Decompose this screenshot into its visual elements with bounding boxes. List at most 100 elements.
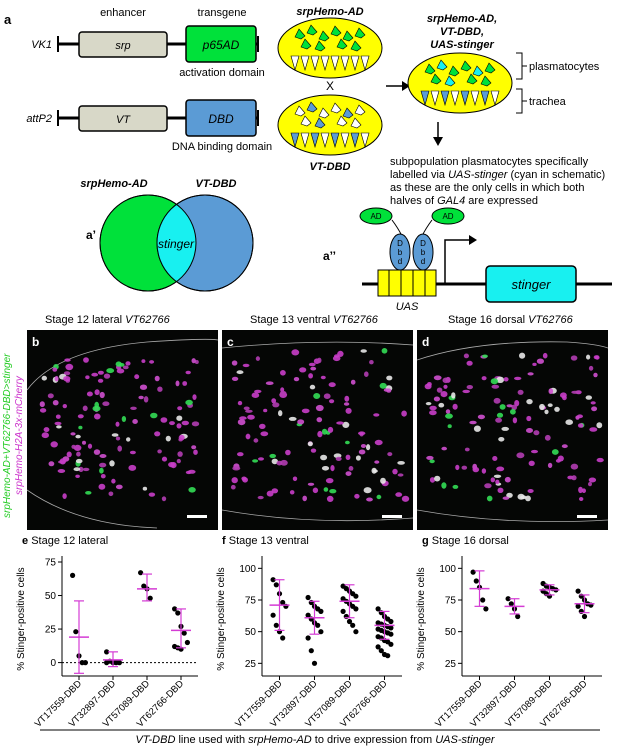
- data-point: [508, 601, 514, 607]
- embryo-plasmatocyte-cell: [448, 65, 460, 77]
- micrograph-cell: [50, 441, 58, 448]
- micrograph-cell: [506, 404, 513, 408]
- micrograph-cell: [392, 468, 398, 475]
- row2-site: attP2: [26, 113, 52, 125]
- micrograph-cell: [54, 375, 59, 382]
- micrograph-cell: [464, 447, 470, 452]
- micrograph-cell: [193, 449, 198, 455]
- micrograph-cell: [374, 439, 383, 446]
- micrograph-cell: [360, 444, 367, 448]
- micrograph-cell: [165, 435, 171, 442]
- micrograph-cell: [401, 495, 410, 502]
- micrograph-cell: [345, 454, 351, 460]
- micrograph-cell: [493, 397, 501, 404]
- data-point: [172, 606, 178, 612]
- embryo-trachea-cell: [350, 132, 360, 149]
- explain-line-2: labelled via UAS-stinger (cyan in schema…: [390, 169, 605, 181]
- micrograph-cell: [369, 360, 374, 365]
- enhancer-header: enhancer: [100, 7, 146, 19]
- micrograph-cell: [401, 410, 407, 417]
- micrograph-cell: [424, 383, 432, 390]
- micrograph-cell: [312, 487, 319, 494]
- data-point: [375, 606, 381, 612]
- micrograph-cell: [547, 462, 553, 468]
- micrograph-cell: [94, 389, 100, 396]
- data-point: [375, 644, 381, 650]
- venn-overlap: [157, 195, 196, 291]
- data-point: [147, 595, 153, 601]
- embryo-plasmatocyte-cell: [424, 63, 436, 75]
- micrograph-cell: [323, 393, 331, 399]
- micrograph-cell: [57, 469, 66, 473]
- embryo-plasmatocyte-cell: [318, 107, 330, 119]
- data-point: [273, 582, 279, 588]
- embryo-trachea-cell: [460, 90, 470, 107]
- embryo-plasmatocyte-cell: [300, 115, 312, 127]
- micrograph-cell: [516, 452, 525, 459]
- chart-ylabel: % Stinger-positive cells: [216, 567, 227, 670]
- embryo-plasmatocyte-cell: [466, 73, 478, 85]
- tss-arrow-head: [469, 235, 477, 245]
- data-point: [305, 612, 311, 618]
- micrograph-cell: [130, 406, 137, 410]
- explain-line-3: as these are the only cells in which bot…: [390, 182, 584, 194]
- micrograph-cell: [257, 495, 264, 500]
- chart-e: e Stage 12 lateral% Stinger-positive cel…: [16, 535, 198, 730]
- micrograph-cell: [154, 431, 161, 437]
- micrograph-cell: [191, 358, 196, 364]
- micrograph-cell: [271, 488, 279, 494]
- micrograph-cell: [242, 363, 250, 368]
- panel-a2-label: a’’: [323, 249, 336, 263]
- micrograph-cell: [299, 367, 307, 373]
- micrograph-cell: [440, 391, 448, 398]
- micrograph-cell: [47, 393, 54, 399]
- micrograph-cell: [330, 465, 335, 472]
- chart-title: e Stage 12 lateral: [22, 535, 108, 547]
- micrograph-cell: [542, 352, 548, 359]
- micrograph-cell: [97, 378, 104, 383]
- micrograph-cell: [363, 487, 372, 494]
- micrograph-cell: [445, 409, 451, 414]
- micrograph-cell: [115, 484, 123, 490]
- uas-label: UAS: [396, 301, 419, 313]
- micrograph-cell: [451, 392, 456, 399]
- micrograph-cell: [514, 376, 522, 381]
- micrograph-cell: [111, 433, 119, 437]
- y-tick-label: 50: [445, 627, 457, 638]
- panel-c-title: Stage 13 ventral VT62766: [250, 314, 378, 326]
- micrograph-cell: [91, 372, 99, 377]
- micrograph-cell: [477, 414, 485, 420]
- ad-domain-left: [359, 207, 393, 225]
- micrograph-cell: [54, 421, 62, 426]
- row1-site: VK1: [31, 39, 52, 51]
- micrograph-cell: [517, 389, 524, 395]
- micrograph-cell: [342, 421, 350, 428]
- embryo-trachea-cell: [300, 132, 310, 149]
- scale-bar: [382, 515, 402, 518]
- embryo-plasmatocyte-cell: [350, 40, 362, 52]
- micrograph-cell: [376, 494, 382, 500]
- dbd-right-l3: d: [421, 257, 425, 266]
- micrograph-cell: [85, 491, 92, 495]
- micrograph-cell: [510, 409, 516, 415]
- embryo-plasmatocyte-cell: [436, 59, 448, 71]
- embryo-plasmatocyte-cell: [330, 102, 342, 114]
- micrograph-cell: [315, 404, 324, 412]
- data-point: [318, 629, 324, 635]
- data-point: [340, 608, 346, 614]
- micrograph-cell: [94, 413, 101, 420]
- micrograph-cell: [557, 455, 564, 462]
- schematic-panel-a: a enhancer transgene VK1 srp p65AD activ…: [4, 6, 612, 313]
- data-point: [470, 569, 476, 575]
- side-label-green: srpHemo-AD+VT62766-DBD>stinger: [2, 353, 13, 518]
- micrograph-cell: [232, 466, 241, 471]
- y-tick-label: 100: [239, 564, 256, 575]
- micrograph-cell: [126, 437, 131, 442]
- ad-left-text: AD: [370, 212, 381, 221]
- embryo-result: [407, 52, 513, 114]
- micrograph-cell: [99, 454, 107, 458]
- micrograph-cell: [177, 406, 183, 411]
- micrograph-cell: [55, 414, 61, 419]
- micrograph-cell: [182, 381, 188, 386]
- panel-c-label: c: [227, 335, 234, 349]
